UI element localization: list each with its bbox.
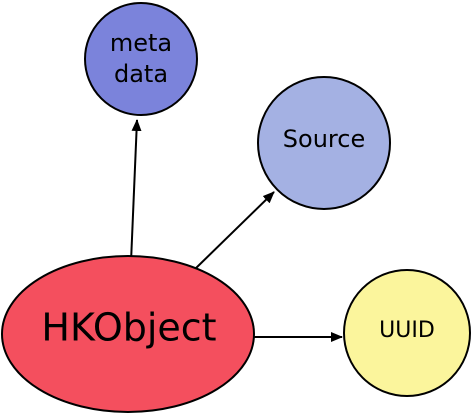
node-hkobject-shape bbox=[1, 255, 255, 413]
edge-hkobject-to-source bbox=[193, 191, 275, 271]
node-uuid-label: UUID bbox=[379, 318, 435, 343]
node-source-shape bbox=[257, 76, 391, 210]
node-metadata-label-line1: meta bbox=[110, 29, 172, 57]
node-metadata-shape bbox=[84, 2, 198, 116]
node-metadata-label-line2: data bbox=[114, 60, 168, 88]
node-source: Source bbox=[257, 76, 391, 210]
node-hkobject-label: HKObject bbox=[41, 306, 216, 350]
node-uuid: UUID bbox=[343, 269, 471, 397]
node-metadata: meta data bbox=[84, 2, 198, 116]
node-uuid-shape bbox=[343, 269, 471, 397]
edge-hkobject-to-metadata bbox=[130, 119, 142, 263]
node-hkobject: HKObject bbox=[1, 255, 255, 413]
node-source-label: Source bbox=[283, 125, 365, 153]
